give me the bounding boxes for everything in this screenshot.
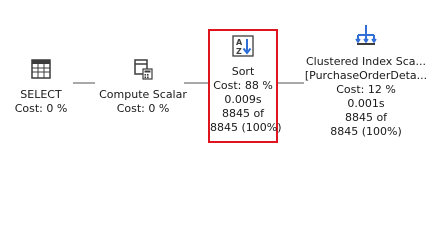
plan-node-clustered-index-scan[interactable]: Clustered Index Sca... [PurchaseOrderDet… xyxy=(300,23,432,139)
svg-text:A: A xyxy=(236,38,243,47)
execution-plan-canvas: SELECT Cost: 0 % Compute Scalar Cost: 0 … xyxy=(10,23,432,143)
node-cost: Cost: 0 % xyxy=(116,102,170,115)
svg-text:Z: Z xyxy=(236,47,242,56)
clustered-index-scan-icon xyxy=(300,23,432,51)
node-name: Sort xyxy=(231,65,255,78)
node-name: SELECT xyxy=(20,88,62,101)
node-time: 0.001s xyxy=(347,97,385,110)
plan-connector-sort-scan xyxy=(278,82,304,84)
node-rows-total: 8845 (100%) xyxy=(210,121,282,134)
compute-scalar-icon xyxy=(97,58,189,84)
plan-node-select[interactable]: SELECT Cost: 0 % xyxy=(10,58,72,116)
node-rows-total: 8845 (100%) xyxy=(330,125,402,138)
plan-node-compute-scalar[interactable]: Compute Scalar Cost: 0 % xyxy=(97,58,189,116)
node-cost: Cost: 0 % xyxy=(14,102,68,115)
plan-connector-select-compute xyxy=(73,82,95,84)
node-time: 0.009s xyxy=(224,93,262,106)
select-operator-icon xyxy=(10,58,72,84)
node-name: Clustered Index Sca... xyxy=(305,55,427,68)
node-rows: 8845 of xyxy=(221,107,265,120)
node-name: Compute Scalar xyxy=(99,88,187,101)
node-cost: Cost: 88 % xyxy=(213,79,273,92)
node-cost: Cost: 12 % xyxy=(336,83,396,96)
plan-connector-compute-sort xyxy=(184,82,208,84)
plan-node-sort[interactable]: A Z Sort Cost: 88 % 0.009s 8845 of 8845 … xyxy=(208,29,282,143)
node-rows: 8845 of xyxy=(344,111,388,124)
node-object: [PurchaseOrderDeta... xyxy=(304,69,428,82)
sort-az-icon: A Z xyxy=(210,35,276,61)
